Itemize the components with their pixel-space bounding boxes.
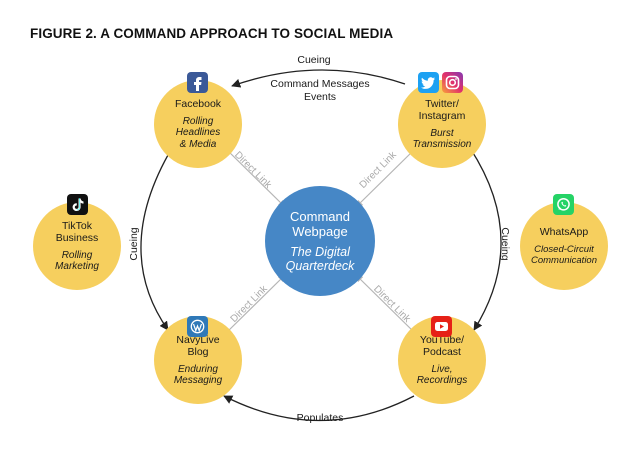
arrow-facebook-to-navylive: [140, 147, 173, 331]
center-name-1: Command: [290, 209, 350, 224]
direct-link-label-youtube: Direct Link: [371, 284, 413, 326]
tiktok-icon: [67, 194, 88, 215]
figure-title: FIGURE 2. A COMMAND APPROACH TO SOCIAL M…: [30, 26, 394, 41]
node-youtube-desc: Live, Recordings: [417, 364, 468, 387]
node-twitter-desc-1: Burst: [430, 127, 454, 139]
direct-link-navylive: [223, 274, 286, 336]
node-navylive-name-2: Blog: [187, 345, 209, 358]
node-twitter-name: Twitter/ Instagram: [419, 98, 466, 122]
center-desc-1: The Digital: [290, 245, 350, 259]
node-facebook-name: Facebook: [174, 97, 222, 110]
node-navylive-name-1: NavyLive: [176, 333, 220, 346]
node-facebook-desc-2: Headlines: [175, 127, 221, 139]
node-youtube-desc-1: Live,: [431, 363, 453, 375]
facebook-icon: [187, 72, 208, 93]
direct-link-label-navylive: Direct Link: [229, 283, 271, 325]
node-navylive: NavyLive Blog Enduring Messaging: [154, 316, 242, 404]
whatsapp-icon: [553, 194, 574, 215]
center-desc-2: Quarterdeck: [285, 259, 355, 273]
node-youtube-name-1: YouTube/: [419, 333, 465, 346]
twitter-icon: [418, 72, 439, 93]
edge-label-events: Events: [304, 91, 336, 103]
node-whatsapp-name: WhatsApp: [539, 225, 589, 238]
node-whatsapp-desc-2: Communication: [531, 255, 597, 266]
node-whatsapp: WhatsApp Closed-Circuit Communication: [520, 202, 608, 290]
node-twitter-desc: Burst Transmission: [413, 128, 472, 151]
node-tiktok-desc-2: Marketing: [55, 261, 99, 272]
edge-label-right-cueing: Cueing: [499, 227, 511, 260]
center-name: Command Webpage: [290, 209, 350, 239]
node-youtube-name: YouTube/ Podcast: [420, 334, 464, 358]
arrow-youtube-to-navylive: [223, 395, 415, 422]
node-twitter-name-2: Instagram: [418, 109, 466, 122]
node-tiktok: TikTok Business Rolling Marketing: [33, 202, 121, 290]
center-name-2: Webpage: [292, 224, 348, 239]
node-tiktok-name-2: Business: [55, 231, 99, 244]
node-navylive-desc: Enduring Messaging: [174, 364, 222, 387]
center-desc: The Digital Quarterdeck: [286, 245, 355, 273]
edge-label-populates: Populates: [297, 412, 344, 424]
arrow-twitter-to-youtube: [469, 147, 502, 331]
wordpress-icon: [187, 316, 208, 337]
direct-link-facebook: [223, 146, 286, 208]
node-twitter-name-1: Twitter/: [425, 97, 459, 110]
node-navylive-name: NavyLive Blog: [176, 334, 219, 358]
direct-link-twitter: [355, 146, 418, 208]
node-youtube-desc-2: Recordings: [416, 375, 468, 386]
node-facebook: Facebook Rolling Headlines & Media: [154, 80, 242, 168]
node-tiktok-desc: Rolling Marketing: [55, 250, 99, 273]
node-tiktok-desc-1: Rolling: [61, 249, 93, 261]
edge-label-command-messages: Command Messages: [270, 78, 369, 90]
node-navylive-desc-1: Enduring: [177, 363, 218, 375]
direct-link-label-facebook: Direct Link: [232, 150, 274, 192]
youtube-icon: [431, 316, 452, 337]
node-youtube-name-2: Podcast: [423, 345, 461, 358]
node-tiktok-name: TikTok Business: [56, 220, 99, 244]
node-youtube: YouTube/ Podcast Live, Recordings: [398, 316, 486, 404]
node-twitter-desc-2: Transmission: [412, 139, 472, 150]
node-facebook-desc: Rolling Headlines & Media: [176, 116, 220, 151]
arrow-twitter-to-facebook: [231, 69, 406, 88]
node-whatsapp-desc: Closed-Circuit Communication: [531, 244, 597, 267]
direct-link-youtube: [355, 274, 418, 336]
node-twitter-instagram: Twitter/ Instagram Burst Transmission: [398, 80, 486, 168]
node-command-webpage: Command Webpage The Digital Quarterdeck: [265, 186, 375, 296]
node-navylive-desc-2: Messaging: [173, 375, 223, 386]
edge-label-top-cueing: Cueing: [297, 54, 330, 66]
edge-label-left-cueing: Cueing: [128, 227, 140, 260]
node-facebook-desc-3: & Media: [179, 138, 217, 150]
instagram-icon: [442, 72, 463, 93]
node-whatsapp-desc-1: Closed-Circuit: [534, 243, 594, 255]
node-facebook-desc-1: Rolling: [182, 115, 214, 127]
node-tiktok-name-1: TikTok: [62, 219, 92, 232]
